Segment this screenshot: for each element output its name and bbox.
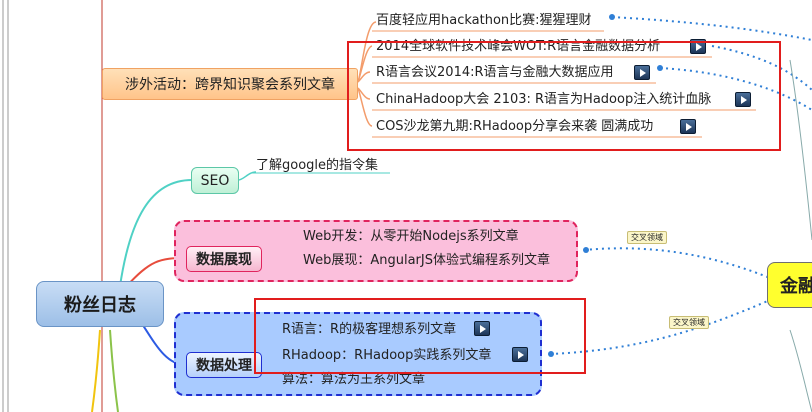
topic-item-cos-salon[interactable]: COS沙龙第九期:RHadoop分享会来袭 圆满成功 [376,119,654,134]
topic-item-rhadoop[interactable]: RHadoop：RHadoop实践系列文章 [282,348,492,363]
topic-item-chinahadoop[interactable]: ChinaHadoop大会 2103: R语言为Hadoop注入统计血脉 [376,92,712,107]
branch-external-activities-label: 涉外活动：跨界知识聚会系列文章 [125,77,335,93]
branch-data-display[interactable]: 数据展现 [186,246,262,272]
play-icon[interactable] [634,65,650,80]
topic-item-r-language[interactable]: R语言：R的极客理想系列文章 [282,322,457,337]
play-icon[interactable] [735,92,751,107]
topic-item-r-conference[interactable]: R语言会议2014:R语言与金融大数据应用 [376,65,614,80]
topic-item-algorithm[interactable]: 算法：算法为王系列文章 [282,372,426,387]
highlight-box-bottom [254,298,586,374]
branch-data-processing[interactable]: 数据处理 [186,352,262,378]
highlight-box-top [347,41,781,151]
cross-domain-tag[interactable]: 交叉领域 [627,231,667,244]
branch-external-activities[interactable]: 涉外活动：跨界知识聚会系列文章 [102,68,358,100]
topic-item-seo[interactable]: 了解google的指令集 [256,158,379,173]
root-node[interactable]: 粉丝日志 [36,281,164,327]
topic-item-angularjs[interactable]: Web展现：AngularJS体验式编程系列文章 [303,253,550,268]
branch-data-display-label: 数据展现 [196,252,252,268]
topic-item-nodejs[interactable]: Web开发：从零开始Nodejs系列文章 [303,229,519,244]
branch-data-processing-label: 数据处理 [196,358,252,374]
node-finance-label: 金融 [780,276,812,297]
branch-seo-label: SEO [200,172,230,189]
play-icon[interactable] [512,347,528,362]
node-finance[interactable]: 金融 [767,262,812,308]
play-icon[interactable] [680,119,696,134]
branch-seo[interactable]: SEO [191,167,239,194]
cross-domain-tag[interactable]: 交叉领域 [669,316,709,329]
play-icon[interactable] [474,321,490,336]
topic-item-baidu[interactable]: 百度轻应用hackathon比赛:猩猩理财 [376,13,592,28]
root-node-label: 粉丝日志 [64,295,136,316]
